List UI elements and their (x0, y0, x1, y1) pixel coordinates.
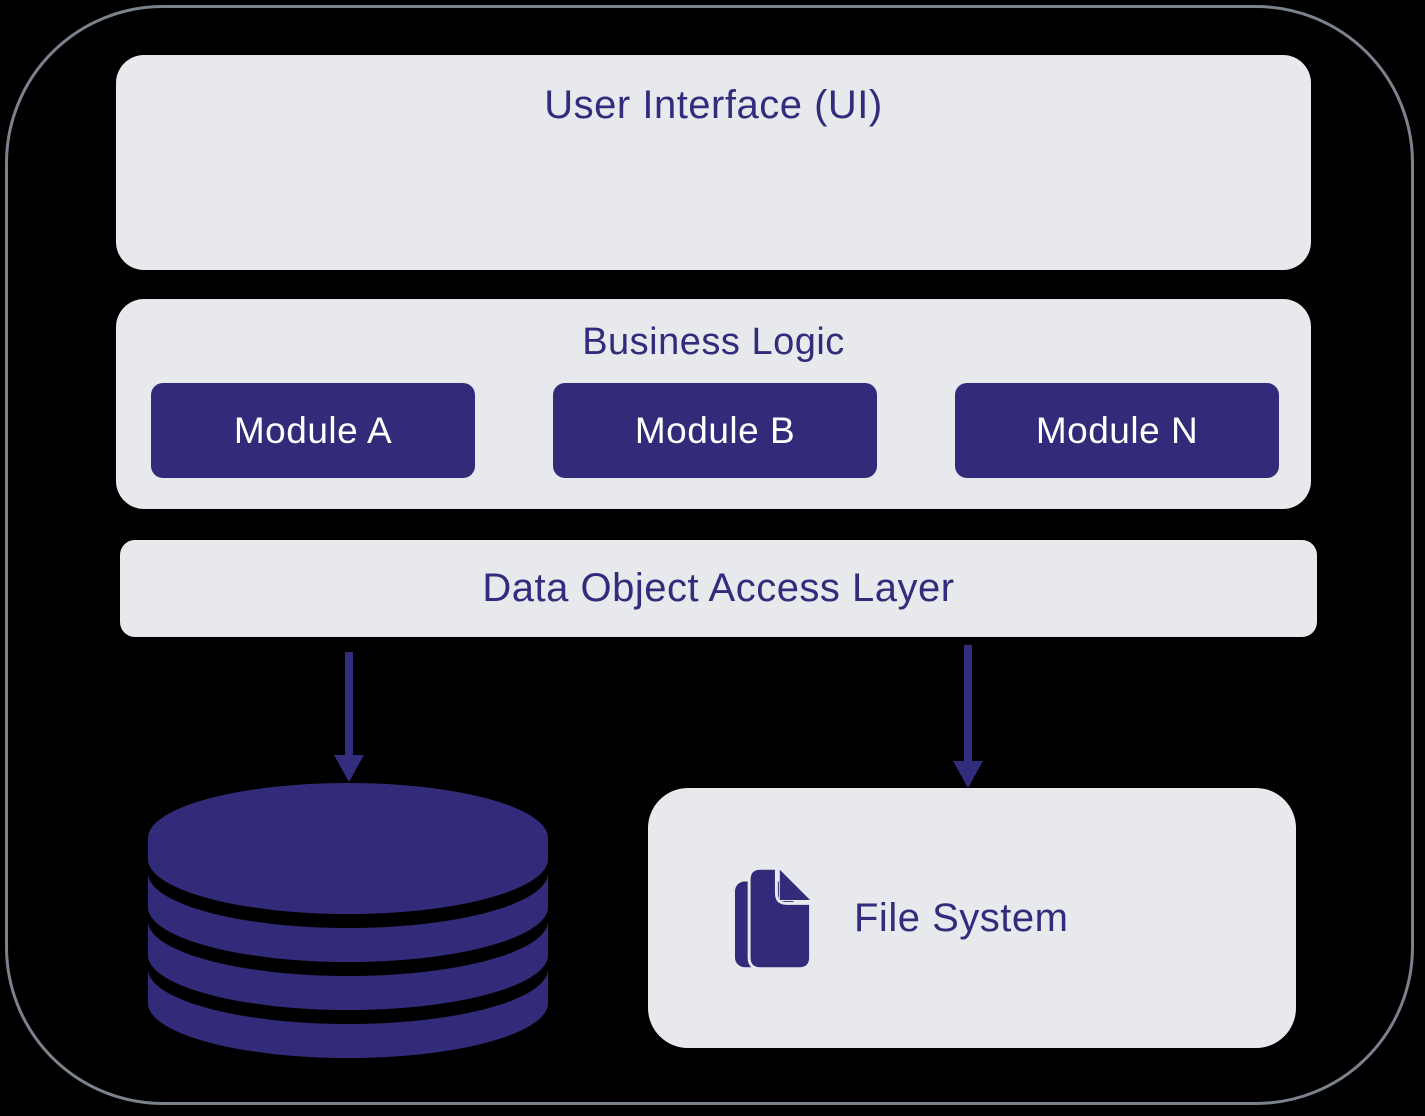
data-access-layer-box: Data Object Access Layer (120, 540, 1317, 637)
module-a-box: Module A (151, 383, 475, 478)
module-b-box: Module B (553, 383, 877, 478)
business-logic-label: Business Logic (582, 321, 845, 363)
module-n-box: Module N (955, 383, 1279, 478)
arrow-head (334, 755, 364, 782)
business-logic-box: Business Logic Module A Module B Module … (116, 299, 1311, 509)
database-icon (148, 783, 548, 1058)
ui-layer-box: User Interface (UI) (116, 55, 1311, 270)
file-system-label: File System (854, 895, 1069, 940)
ui-layer-label: User Interface (UI) (544, 83, 883, 127)
data-access-layer-label: Data Object Access Layer (482, 566, 955, 610)
arrow-shaft (345, 652, 353, 755)
arrow-head (953, 761, 983, 788)
files-icon (734, 867, 812, 969)
file-system-box: File System (648, 788, 1296, 1048)
diagram-frame (5, 5, 1414, 1105)
arrow-shaft (964, 645, 972, 761)
